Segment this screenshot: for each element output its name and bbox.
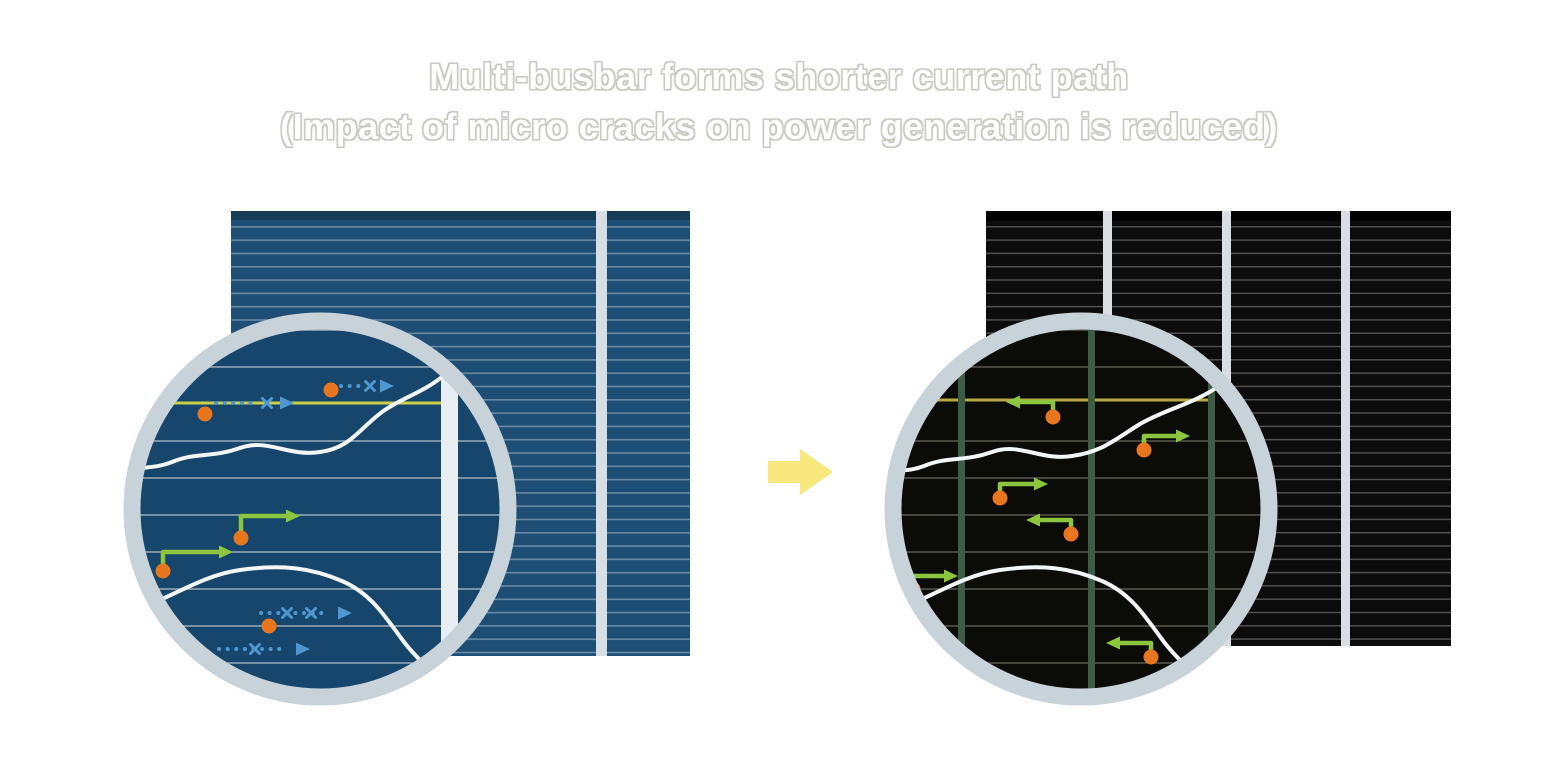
left-blocked-paths <box>214 379 394 656</box>
current-path-arrow <box>997 481 1034 491</box>
blocked-path-x-marks <box>249 380 376 655</box>
left-current-paths <box>160 509 300 564</box>
micro-crack-line <box>131 366 454 475</box>
current-path-arrow <box>160 549 219 564</box>
left-magnifier-ring <box>123 312 517 706</box>
right-magnifier-bg <box>892 320 1270 698</box>
right-current-paths <box>910 395 1190 650</box>
current-path-arrow <box>1141 433 1176 443</box>
right-magnifier-content <box>892 320 1270 698</box>
arrowhead-icon <box>1026 513 1040 527</box>
arrowhead-icon <box>338 606 352 620</box>
current-path-arrow <box>238 513 286 531</box>
arrowhead-icon <box>296 642 310 656</box>
right-micro-cracks <box>892 386 1218 672</box>
electron-dot <box>323 382 339 398</box>
left-magnifier-content <box>131 320 509 698</box>
x-mark-icon <box>364 380 376 392</box>
title-line-1: Multi-busbar forms shorter current path <box>429 56 1129 97</box>
arrowhead-icon <box>944 569 958 583</box>
left-magnifier-finger-lines <box>131 329 509 698</box>
multi-busbar-wire <box>1208 320 1215 698</box>
micro-crack-line <box>892 565 1192 672</box>
left-magnifier-busbar <box>441 320 458 698</box>
right-electrons <box>905 409 1159 665</box>
diagram-title: Multi-busbar forms shorter current path … <box>0 52 1558 152</box>
right-magnifier-busbar-wires <box>958 320 1215 698</box>
left-cell-busbar <box>596 211 607 656</box>
electron-dot <box>1143 649 1159 665</box>
x-mark-icon <box>249 643 261 655</box>
current-path-arrowheads <box>219 509 300 559</box>
current-path-arrow <box>1020 399 1056 410</box>
x-mark-icon <box>305 607 317 619</box>
arrowhead-icon <box>1006 395 1020 409</box>
right-cell-top-edge <box>986 211 1451 221</box>
right-magnifier-finger-lines <box>892 329 1270 698</box>
current-path-arrow <box>1040 517 1074 527</box>
current-path-arrowheads <box>944 395 1190 650</box>
electron-dot <box>155 563 171 579</box>
electron-dot <box>197 406 213 422</box>
arrowhead-icon <box>219 545 233 559</box>
title-line-2: (Impact of micro cracks on power generat… <box>280 106 1278 147</box>
current-path-lines <box>910 399 1176 650</box>
arrowhead-icon <box>1176 429 1190 443</box>
current-path-arrow <box>1120 640 1154 650</box>
electron-dot <box>261 618 277 634</box>
left-micro-cracks <box>131 366 454 672</box>
arrowhead-icon <box>280 396 294 410</box>
right-magnifier-ring <box>884 312 1278 706</box>
micro-crack-line <box>131 565 432 672</box>
x-mark-icon <box>281 607 293 619</box>
multi-busbar-wire <box>958 320 965 698</box>
current-path-lines <box>160 513 286 564</box>
electron-dot <box>1136 442 1152 458</box>
arrowhead-icon <box>1106 636 1120 650</box>
blocked-path-arrowheads <box>280 379 394 656</box>
electron-dot <box>1045 409 1061 425</box>
x-mark-icon <box>261 397 273 409</box>
arrowhead-icon <box>380 379 394 393</box>
multi-busbar-wire <box>1088 320 1095 698</box>
right-cell-busbar-3 <box>1341 211 1350 646</box>
electron-dot <box>1063 526 1079 542</box>
arrowhead-icon <box>286 509 300 523</box>
electron-dot <box>233 530 249 546</box>
electron-dot <box>992 490 1008 506</box>
left-cell-top-edge <box>231 211 690 220</box>
right-arrow-icon <box>768 449 833 495</box>
arrowhead-icon <box>1034 477 1048 491</box>
micro-crack-line <box>892 386 1218 477</box>
